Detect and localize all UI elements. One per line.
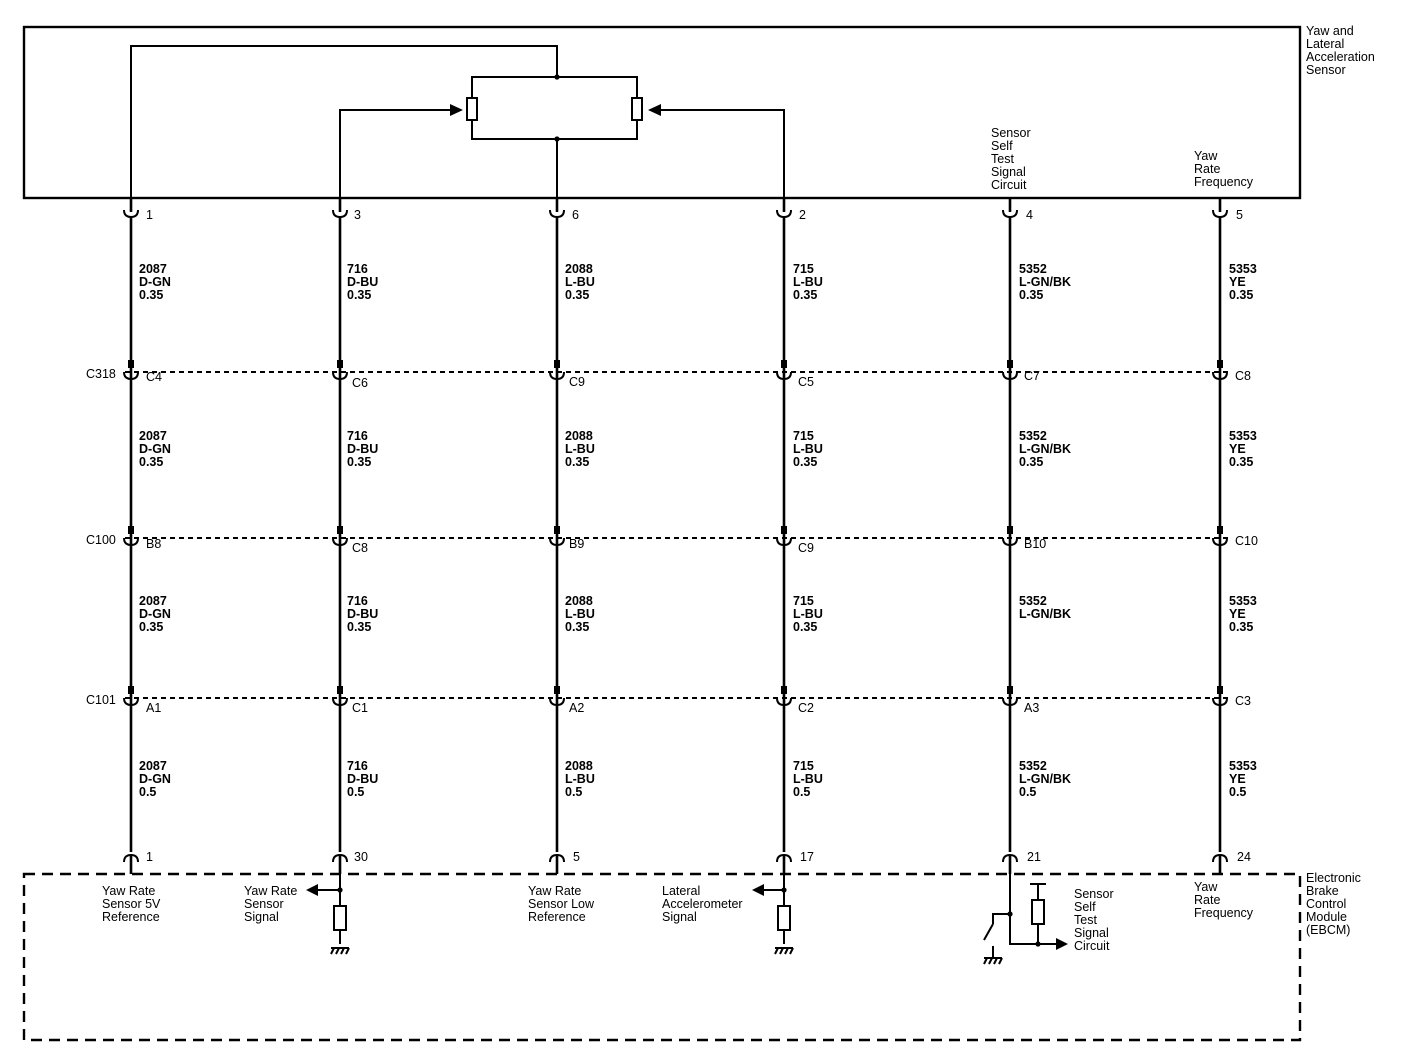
sensor-pin-label: 4 [1026,208,1033,222]
inline-pin-label: B9 [569,537,584,551]
wire-spec-label: 715 L-BU 0.35 [793,429,826,469]
pin-terminal [776,209,792,219]
inline-pin-label: B8 [146,537,161,551]
wire-spec-label: 5352 L-GN/BK 0.35 [1019,262,1075,302]
sensor-module-title: Yaw and Lateral Acceleration Sensor [1306,24,1378,77]
wire-spec-label: 2087 D-GN 0.5 [139,759,174,799]
wire-spec-label: 716 D-BU 0.35 [347,262,382,302]
pin-terminal [123,209,139,219]
wire-spec-label: 5353 YE 0.35 [1229,594,1260,634]
ebcm-pin-label: 21 [1027,850,1041,864]
inline-pin-label: A2 [569,701,584,715]
wire-spec-label: 715 L-BU 0.35 [793,594,826,634]
sensor-internal-circuit [130,45,785,198]
ebcm-label-5v-reference: Yaw Rate Sensor 5V Reference [102,884,164,924]
ebcm-internal-circuit [306,874,1068,965]
inline-pin-label: C3 [1235,694,1251,708]
sensor-yaw-frequency-label: Yaw Rate Frequency [1194,149,1254,189]
pin-terminal [332,209,348,219]
inline-pin-label: C5 [798,375,814,389]
wire-spec-label: 5352 L-GN/BK 0.5 [1019,759,1075,799]
pin-terminal [549,209,565,219]
wire-spec-label: 5353 YE 0.5 [1229,759,1260,799]
ebcm-pin-label: 30 [354,850,368,864]
wire-spec-label: 2088 L-BU 0.35 [565,262,598,302]
ebcm-module-title: Electronic Brake Control Module (EBCM) [1306,871,1364,937]
wire-spec-label: 5352 L-GN/BK 0.35 [1019,429,1075,469]
inline-pin-label: C9 [569,375,585,389]
inline-pin-label: C6 [352,376,368,390]
inline-pin-label: C1 [352,701,368,715]
ebcm-label-lateral-signal: Lateral Accelerometer Signal [662,884,746,924]
inline-pin-label: C8 [352,541,368,555]
ebcm-connector-pins [123,853,1228,874]
wire-spec-label: 716 D-BU 0.5 [347,759,382,799]
sensor-pin-label: 1 [146,208,153,222]
sensor-pin-label: 6 [572,208,579,222]
wire-spec-label: 5352 L-GN/BK [1019,594,1071,621]
wire-spec-label: 2088 L-BU 0.5 [565,759,598,799]
wire-spec-label: 2088 L-BU 0.35 [565,594,598,634]
wire-spec-label: 716 D-BU 0.35 [347,429,382,469]
inline-pin-label: C10 [1235,534,1258,548]
sensor-pin-label: 2 [799,208,806,222]
connector-c101-label: C101 [86,693,116,707]
ebcm-label-yaw-frequency: Yaw Rate Frequency [1194,880,1254,920]
ebcm-label-yaw-signal: Yaw Rate Sensor Signal [244,884,301,924]
ground-icon [330,947,350,955]
sensor-pin-label: 3 [354,208,361,222]
ground-icon [774,947,794,955]
inline-connector-terminals [123,360,1228,707]
wire-spec-label: 2087 D-GN 0.35 [139,262,174,302]
ebcm-label-self-test: Sensor Self Test Signal Circuit [1074,887,1117,953]
ebcm-module-box [22,872,1302,1042]
pin-terminal [1212,209,1228,219]
wire-spec-label: 716 D-BU 0.35 [347,594,382,634]
sensor-connector-pins [123,198,1228,219]
inline-pin-label: C7 [1024,369,1040,383]
ebcm-pin-label: 24 [1237,850,1251,864]
inline-pin-label: C4 [146,370,162,384]
sensor-self-test-label: Sensor Self Test Signal Circuit [991,126,1034,192]
sensor-module-box [22,25,1302,200]
wire-spec-label: 2087 D-GN 0.35 [139,429,174,469]
sensor-pin-label: 5 [1236,208,1243,222]
inline-pin-label: C9 [798,541,814,555]
inline-pin-label: A3 [1024,701,1039,715]
connector-c100-label: C100 [86,533,116,547]
wire-spec-label: 5353 YE 0.35 [1229,429,1260,469]
wire-spec-label: 2088 L-BU 0.35 [565,429,598,469]
connector-c318-label: C318 [86,367,116,381]
ebcm-label-low-reference: Yaw Rate Sensor Low Reference [528,884,598,924]
wire-spec-label: 715 L-BU 0.5 [793,759,826,799]
ebcm-pin-label: 17 [800,850,814,864]
wire-spec-label: 5353 YE 0.35 [1229,262,1260,302]
inline-pin-label: C8 [1235,369,1251,383]
inline-pin-label: A1 [146,701,161,715]
ground-icon [983,957,1003,965]
inline-pin-label: C2 [798,701,814,715]
ebcm-pin-label: 1 [146,850,153,864]
wire-spec-label: 2087 D-GN 0.35 [139,594,174,634]
wire-group [129,216,1222,852]
pin-terminal [1002,209,1018,219]
inline-pin-label: B10 [1024,537,1046,551]
ebcm-pin-label: 5 [573,850,580,864]
wire-spec-label: 715 L-BU 0.35 [793,262,826,302]
